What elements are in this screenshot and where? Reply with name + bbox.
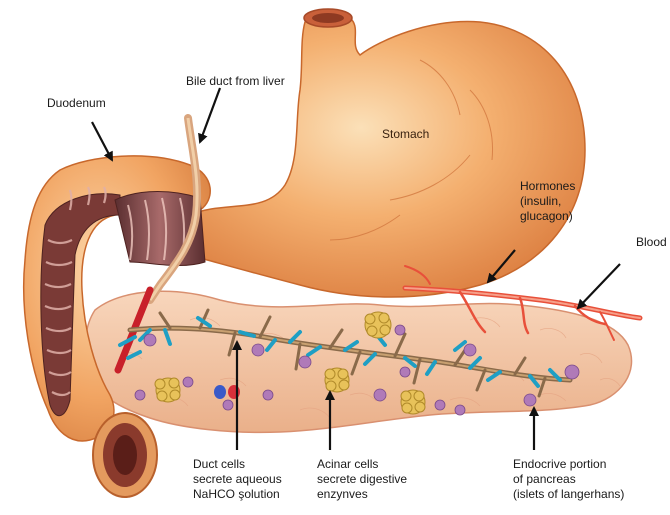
label-endocrine-portion: Endocrive portion of pancreas (islets of… bbox=[513, 457, 624, 502]
stomach bbox=[178, 15, 585, 297]
label-duct-cells: Duct cells secrete aqueous NaHCO şolutio… bbox=[193, 457, 282, 502]
label-bile-duct: Bile duct from liver bbox=[186, 74, 285, 89]
label-blood: Blood bbox=[636, 235, 667, 250]
label-stomach: Stomach bbox=[382, 127, 429, 142]
label-hormones: Hormones (insulin, glucagon) bbox=[520, 179, 575, 224]
arrow-duodenum bbox=[92, 122, 112, 160]
label-acinar-cells: Acinar cells secrete digestive enzynves bbox=[317, 457, 407, 502]
arrow-blood bbox=[578, 264, 620, 308]
arrow-bile-duct bbox=[200, 88, 220, 142]
label-duodenum: Duodenum bbox=[47, 96, 106, 111]
pancreas bbox=[85, 291, 632, 432]
